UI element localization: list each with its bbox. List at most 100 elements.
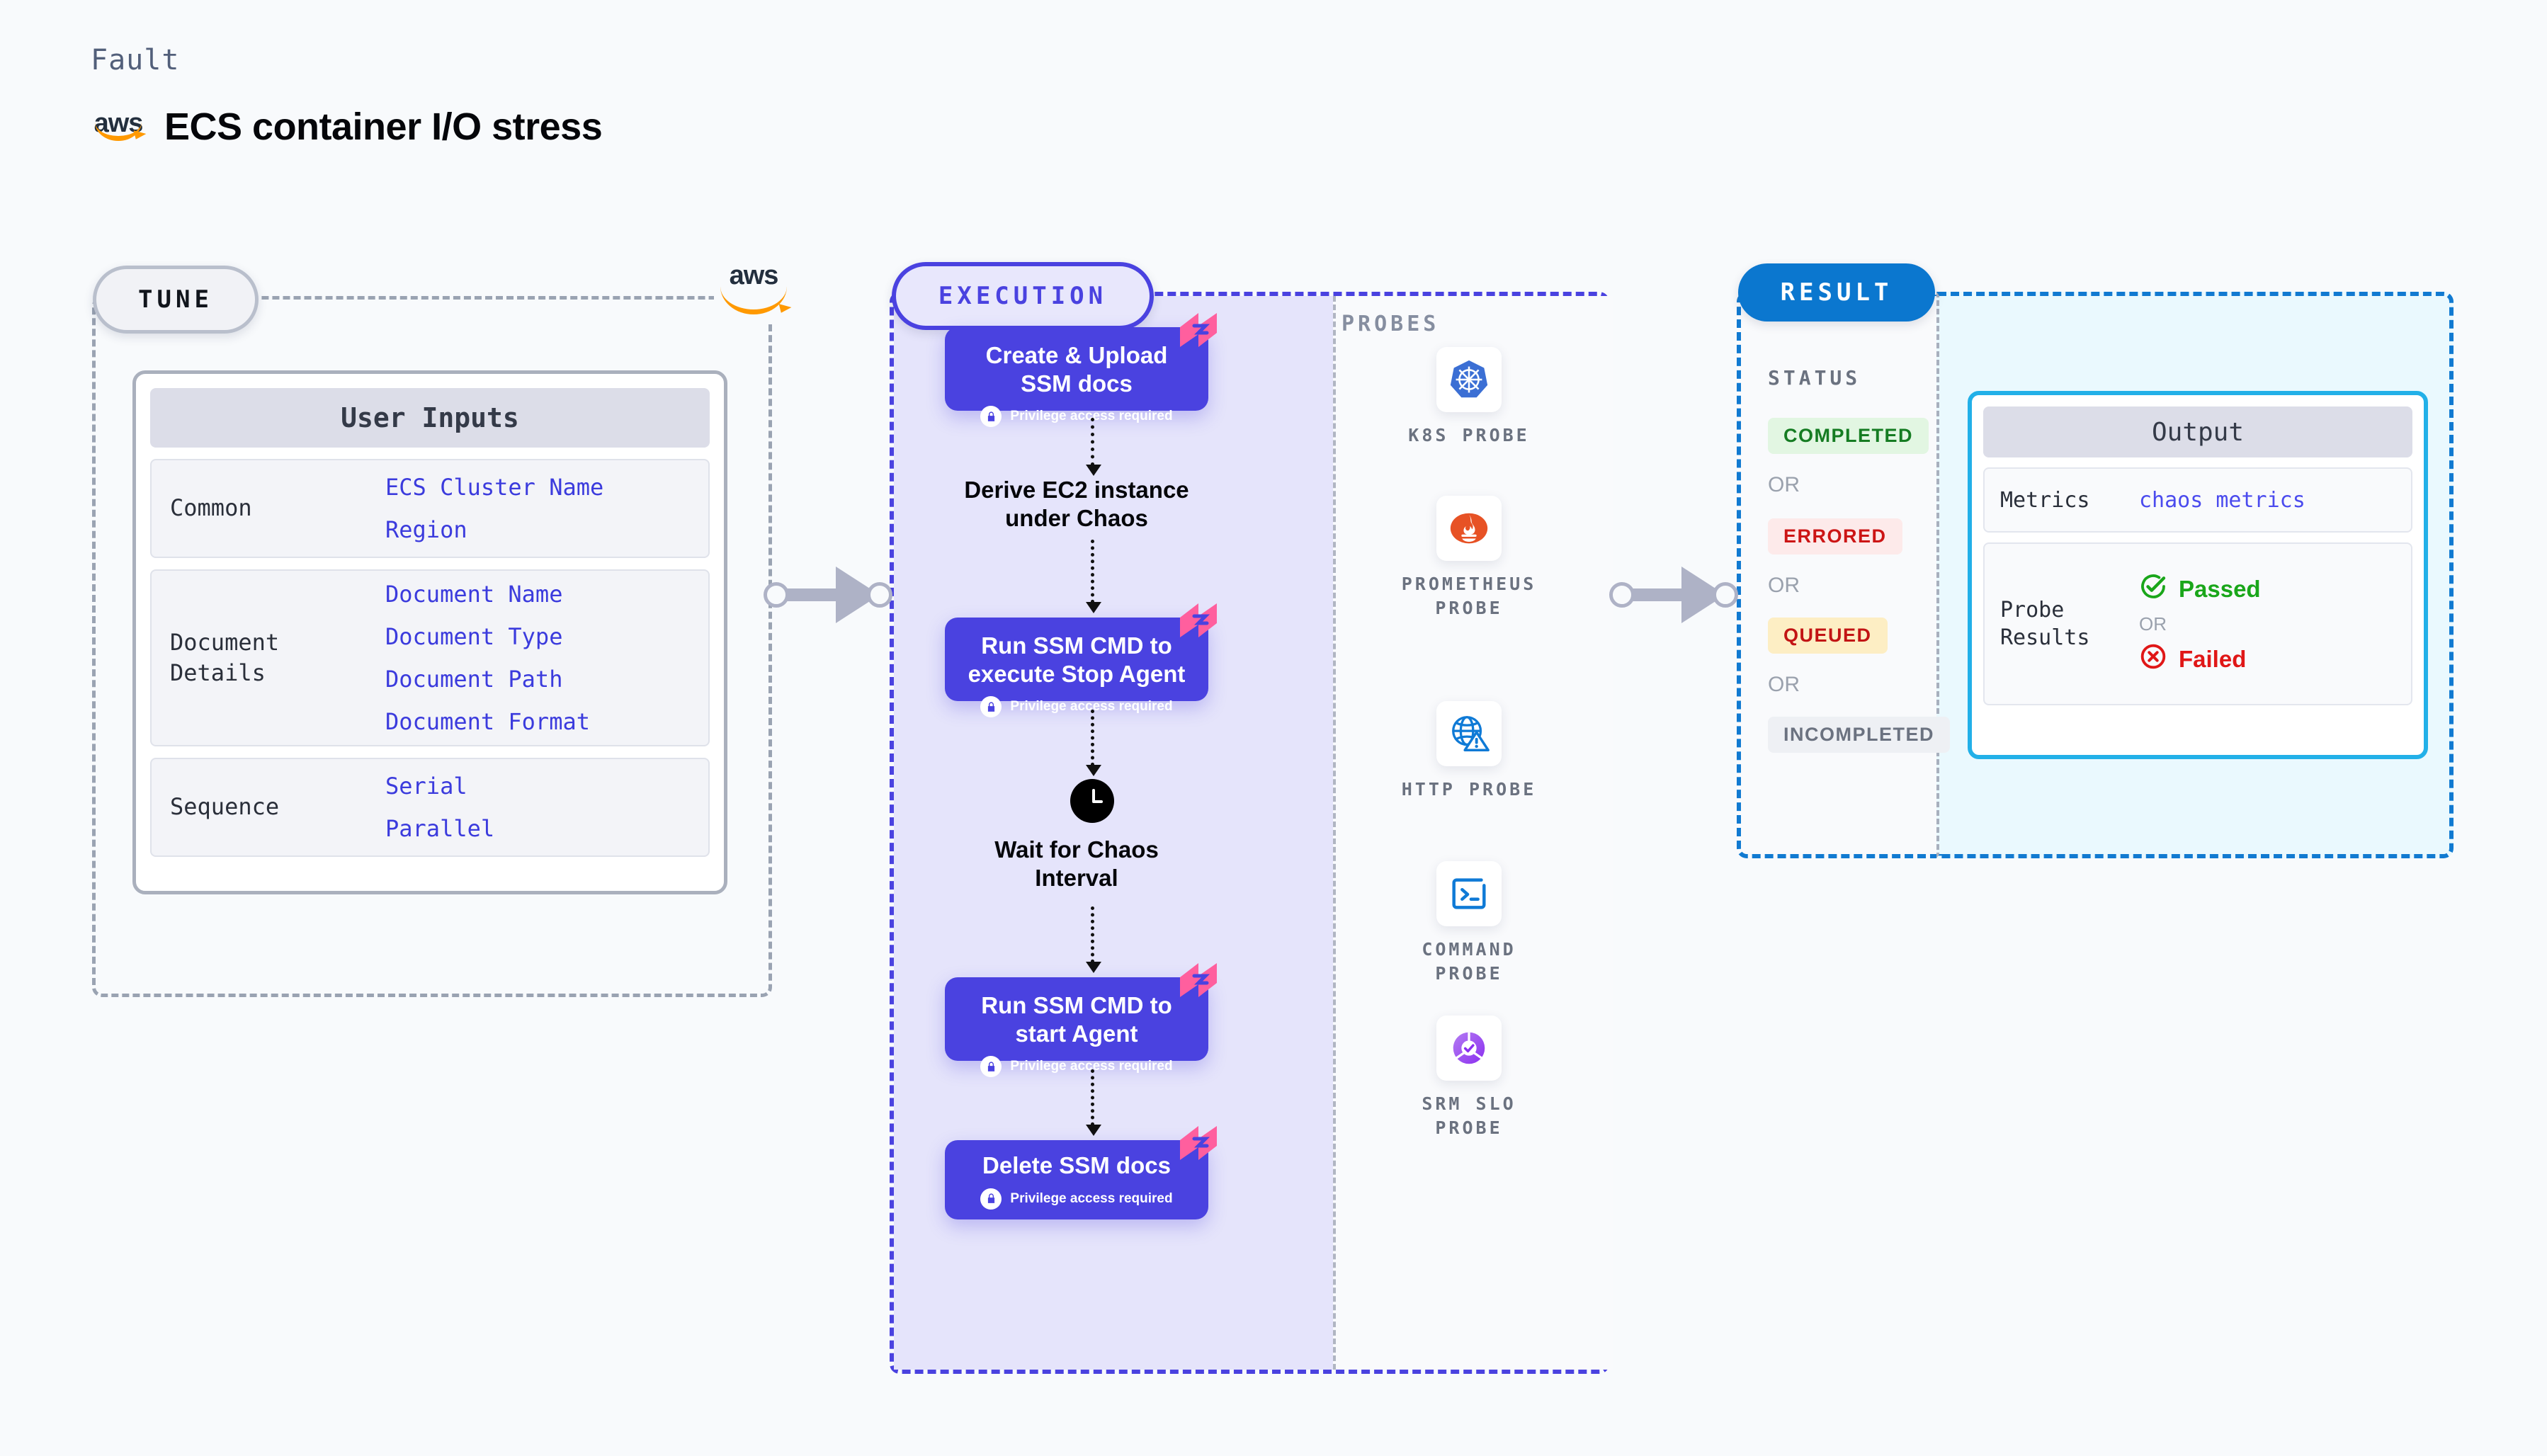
probe-result-passed: Passed — [2139, 572, 2261, 606]
result-section-pill[interactable]: RESULT — [1738, 263, 1935, 322]
output-row-metrics: Metrics chaos metrics — [1983, 467, 2412, 533]
probe-label: SRM SLO PROBE — [1422, 1093, 1516, 1138]
input-field-serial[interactable]: Serial — [385, 773, 467, 800]
probe-item-k8s[interactable]: K8S PROBE — [1329, 347, 1609, 448]
flow-node-run-ssm-cmd-stop-agent[interactable]: Run SSM CMD to execute Stop Agent Privil… — [945, 603, 1217, 718]
status-badge-queued: QUEUED — [1768, 618, 1888, 654]
user-inputs-card: User Inputs Common ECS Cluster Name Regi… — [132, 370, 727, 894]
input-field-ecs-cluster-name[interactable]: ECS Cluster Name — [385, 474, 604, 501]
fault-kicker: Fault — [91, 44, 180, 76]
input-group-label: Sequence — [170, 793, 280, 821]
tune-panel: User Inputs Common ECS Cluster Name Regi… — [92, 296, 772, 997]
flow-step-wait-for-chaos-interval: Wait for Chaos Interval — [994, 836, 1159, 891]
input-group-sequence: Sequence Serial Parallel — [150, 758, 710, 857]
status-section-label: STATUS — [1768, 366, 1861, 389]
output-row-probe-results: Probe Results Passed OR — [1983, 542, 2412, 705]
input-group-label: Document Details — [170, 628, 280, 686]
tune-section-pill[interactable]: TUNE — [93, 266, 259, 334]
privilege-note: Privilege access required — [952, 406, 1201, 428]
probe-result-failed: Failed — [2139, 642, 2261, 676]
prometheus-icon — [1436, 496, 1502, 561]
aws-logo-icon: aws — [91, 108, 146, 145]
title-row: aws ECS container I/O stress — [91, 105, 603, 149]
status-or-1: OR — [1768, 473, 1800, 496]
srm-slo-icon — [1436, 1016, 1502, 1081]
flow-node-create-upload-ssm-docs[interactable]: Create & Upload SSM docs Privilege acces… — [945, 313, 1217, 428]
privilege-note-text: Privilege access required — [1010, 409, 1173, 424]
probe-result-or: OR — [2139, 613, 2167, 635]
probe-result-failed-label: Failed — [2179, 645, 2247, 672]
flow-arrow — [1086, 540, 1101, 613]
clock-icon — [1070, 779, 1114, 823]
flow-node-title: Delete SSM docs — [982, 1152, 1171, 1179]
chaos-flag-icon — [1174, 602, 1221, 642]
flow-arrow — [1086, 418, 1101, 476]
flow-node-run-ssm-cmd-start-agent[interactable]: Run SSM CMD to start Agent Privilege acc… — [945, 963, 1217, 1078]
status-badge-completed: COMPLETED — [1768, 418, 1929, 454]
probe-label: COMMAND PROBE — [1422, 939, 1516, 984]
status-or-2: OR — [1768, 574, 1800, 597]
lock-icon — [980, 1056, 1002, 1078]
flow-node-title: Run SSM CMD to execute Stop Agent — [968, 632, 1186, 687]
privilege-note: Privilege access required — [952, 1188, 1201, 1210]
probe-label: K8S PROBE — [1408, 425, 1530, 445]
user-inputs-title: User Inputs — [150, 388, 710, 448]
execution-flow: Create & Upload SSM docs Privilege acces… — [890, 292, 1329, 1374]
status-or-3: OR — [1768, 673, 1800, 696]
flow-arrow — [1086, 906, 1101, 973]
privilege-note-text: Privilege access required — [1010, 699, 1173, 715]
privilege-note-text: Privilege access required — [1010, 1059, 1173, 1074]
privilege-note: Privilege access required — [952, 696, 1201, 718]
probe-result-passed-label: Passed — [2179, 575, 2261, 602]
privilege-note-text: Privilege access required — [1010, 1190, 1173, 1206]
probes-section-label: PROBES — [1341, 312, 1440, 336]
chaos-flag-icon — [1174, 1125, 1221, 1164]
check-circle-icon — [2139, 572, 2167, 606]
input-field-document-path[interactable]: Document Path — [385, 666, 563, 693]
http-globe-warning-icon — [1436, 701, 1502, 766]
flow-arrow — [1086, 710, 1101, 776]
probe-item-prometheus[interactable]: PROMETHEUS PROBE — [1329, 496, 1609, 620]
input-group-common: Common ECS Cluster Name Region — [150, 459, 710, 558]
output-key: Metrics — [2000, 487, 2090, 513]
aws-logo-icon: aws — [714, 261, 793, 322]
input-field-parallel[interactable]: Parallel — [385, 815, 495, 842]
probe-label: HTTP PROBE — [1401, 779, 1537, 800]
page-title: ECS container I/O stress — [164, 106, 603, 148]
input-group-label: Common — [170, 494, 252, 522]
kubernetes-icon — [1436, 347, 1502, 412]
probe-label: PROMETHEUS PROBE — [1401, 574, 1537, 618]
flow-arrow — [1086, 1069, 1101, 1136]
input-group-document-details: Document Details Document Name Document … — [150, 569, 710, 746]
output-value-chaos-metrics[interactable]: chaos metrics — [2139, 487, 2305, 513]
probe-item-http[interactable]: HTTP PROBE — [1329, 701, 1609, 802]
flow-step-derive-ec2-instance: Derive EC2 instance under Chaos — [964, 477, 1189, 531]
x-circle-icon — [2139, 642, 2167, 676]
input-field-document-name[interactable]: Document Name — [385, 581, 563, 608]
flow-node-title: Run SSM CMD to start Agent — [981, 992, 1172, 1047]
output-title: Output — [1983, 406, 2412, 457]
probe-item-command[interactable]: COMMAND PROBE — [1329, 861, 1609, 986]
output-card: Output Metrics chaos metrics Probe Resul… — [1968, 391, 2428, 759]
execution-section-pill[interactable]: EXECUTION — [892, 262, 1154, 330]
input-field-document-type[interactable]: Document Type — [385, 623, 563, 650]
chaos-flag-icon — [1174, 962, 1221, 1001]
lock-icon — [980, 406, 1002, 428]
page-header: Fault aws ECS container I/O stress — [91, 44, 603, 149]
connector-tune-to-execution — [764, 567, 892, 623]
input-field-document-format[interactable]: Document Format — [385, 708, 590, 735]
chaos-flag-icon — [1174, 312, 1221, 351]
input-field-region[interactable]: Region — [385, 516, 467, 543]
output-key: Probe Results — [2000, 598, 2090, 650]
terminal-icon — [1436, 861, 1502, 926]
lock-icon — [980, 1188, 1002, 1210]
flow-node-delete-ssm-docs[interactable]: Delete SSM docs Privilege access require… — [945, 1126, 1217, 1219]
result-status-panel — [1737, 292, 1936, 858]
privilege-note: Privilege access required — [952, 1056, 1201, 1078]
status-badge-errored: ERRORED — [1768, 518, 1902, 554]
connector-execution-to-result — [1609, 567, 1738, 623]
probe-item-srm-slo[interactable]: SRM SLO PROBE — [1329, 1016, 1609, 1140]
status-badge-incompleted: INCOMPLETED — [1768, 717, 1951, 753]
lock-icon — [980, 696, 1002, 718]
flow-node-title: Create & Upload SSM docs — [985, 342, 1168, 397]
